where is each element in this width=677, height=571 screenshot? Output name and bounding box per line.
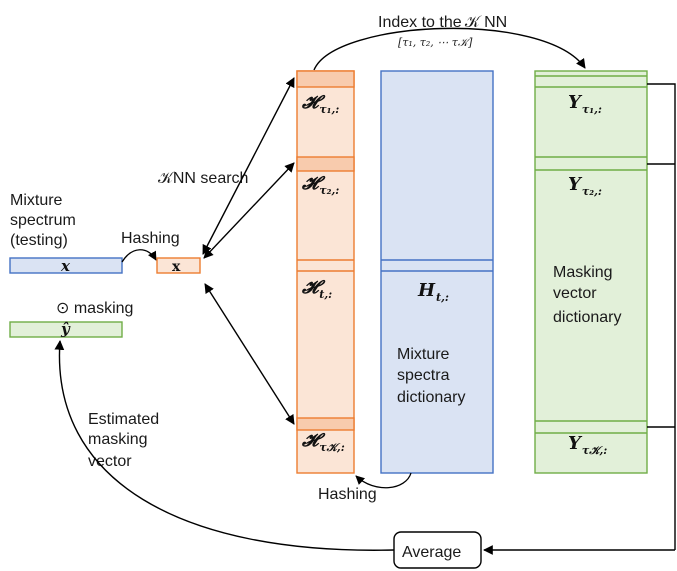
hashing-label-bottom: Hashing [318, 486, 377, 503]
knn-arrow-1 [202, 77, 295, 255]
index-to-knn-label: Index to the 𝒦 NN [378, 14, 507, 31]
mask-row-k-symbol: Yτ𝒦,: [568, 433, 607, 457]
hash-band-k [296, 417, 355, 431]
index-arrow [313, 27, 586, 71]
knn-arrow-3 [204, 283, 295, 425]
mask-dict-label-line3: dictionary [553, 309, 621, 326]
mask-row-2-symbol: Yτ₂,: [568, 174, 602, 198]
estimated-mask-bar [9, 321, 123, 338]
mask-dictionary-column [534, 70, 648, 474]
mask-dict-label-line1: Masking [553, 264, 613, 281]
average-to-mask-arrow [54, 340, 395, 551]
connector-row-1 [647, 83, 676, 550]
estimated-label-line3: vector [88, 453, 132, 470]
y-hat-symbol: ŷ [60, 320, 71, 338]
mixture-label-line1: Mixture [10, 192, 63, 209]
hashing-arrow-left [121, 249, 157, 263]
masking-label: ⊙ masking [56, 300, 133, 317]
mixture-label-line2: spectrum [10, 212, 76, 229]
mixture-dictionary-column [380, 70, 494, 474]
hash-band-1 [296, 70, 355, 88]
hash-band-2 [296, 156, 355, 172]
hashed-x-box [156, 257, 201, 274]
mask-row-1-symbol: Yτ₁,: [568, 92, 602, 116]
knn-search-label: 𝒦NN search [158, 170, 248, 187]
estimated-label-line2: masking [88, 431, 148, 448]
hashing-label-left: Hashing [121, 230, 180, 247]
mask-dict-label-line2: vector [553, 285, 597, 302]
estimated-label-line1: Estimated [88, 411, 159, 428]
index-list-label: [τ₁, τ₂, ⋯ τ𝒦] [398, 36, 473, 49]
mixture-dict-label-line3: dictionary [397, 389, 465, 406]
mixture-row-t-symbol: Ht,: [417, 280, 449, 304]
hashed-x-symbol: x [172, 259, 181, 275]
hash-dictionary-column [296, 70, 355, 474]
mixture-spectrum-bar [9, 257, 123, 274]
mixture-label-line3: (testing) [10, 232, 68, 249]
average-label: Average [402, 544, 461, 561]
x-symbol: x [60, 257, 71, 275]
knn-arrow-2 [203, 162, 295, 259]
hashing-arrow-bottom [355, 472, 412, 489]
mixture-dict-label-line1: Mixture [397, 346, 450, 363]
mixture-dict-label-line2: spectra [397, 367, 450, 384]
